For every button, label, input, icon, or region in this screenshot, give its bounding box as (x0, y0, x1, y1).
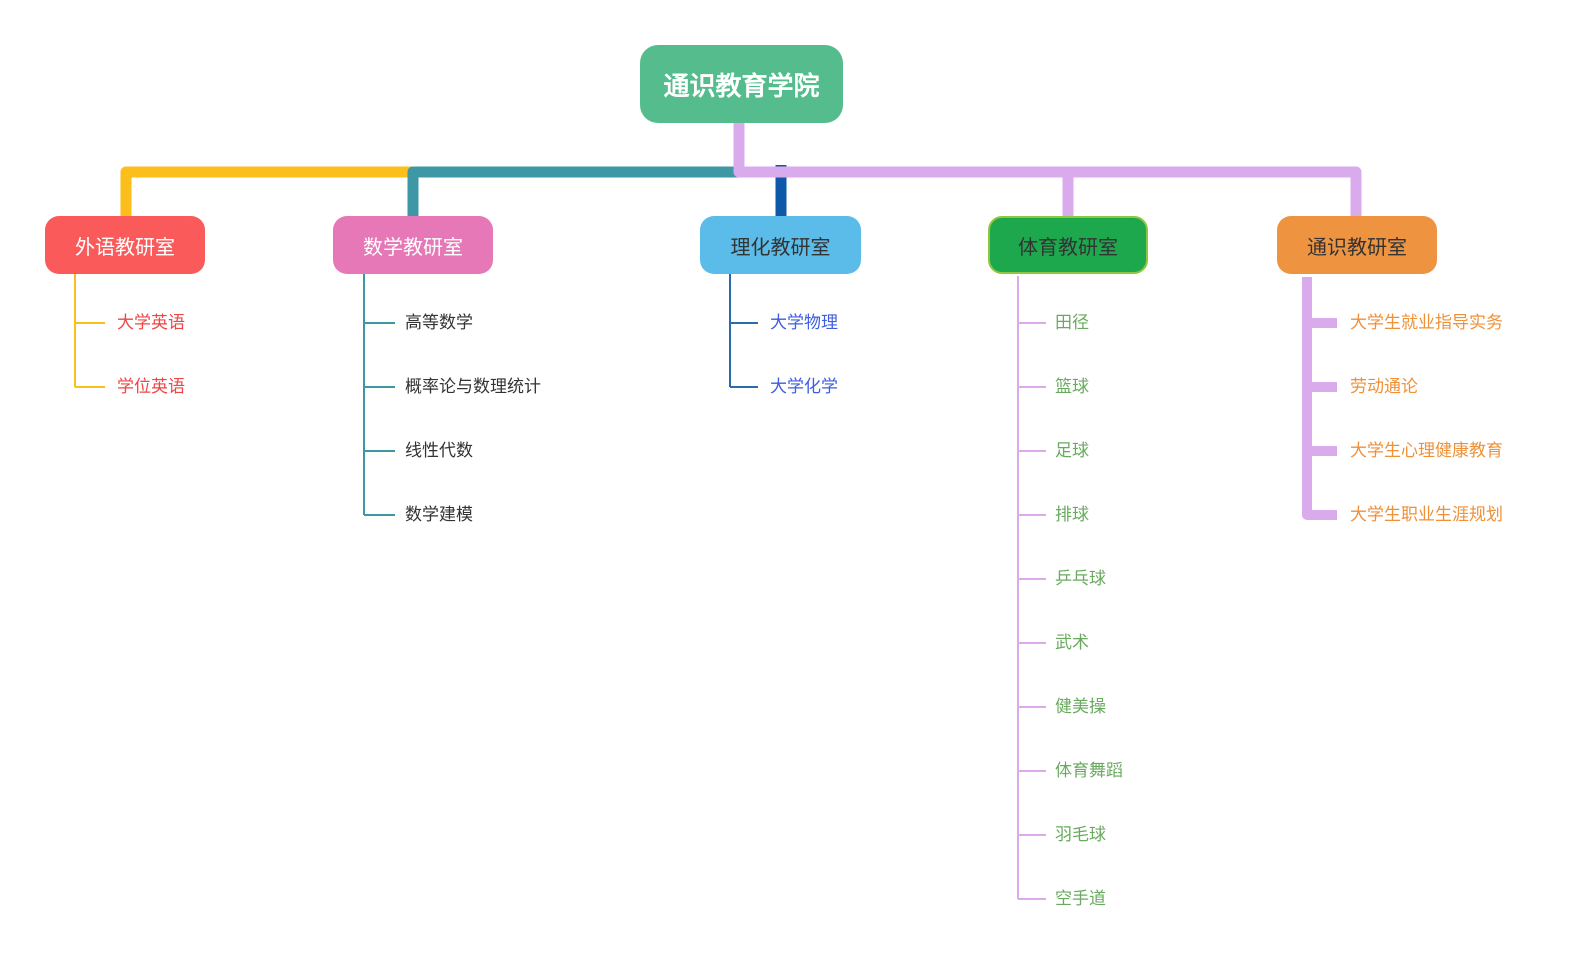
course-label-football[interactable]: 足球 (1055, 441, 1089, 460)
course-label-linear-algebra[interactable]: 线性代数 (405, 441, 473, 460)
course-label-volleyball[interactable]: 排球 (1055, 505, 1089, 524)
connector-foreign-language-elbow (120, 166, 739, 218)
connector-math-children (363, 274, 395, 516)
course-label-track-field[interactable]: 田径 (1055, 313, 1089, 332)
course-label-karate[interactable]: 空手道 (1055, 889, 1106, 908)
course-label-college-physics[interactable]: 大学物理 (770, 313, 838, 332)
course-label-badminton[interactable]: 羽毛球 (1055, 825, 1106, 844)
branch-box-foreign-language[interactable]: 外语教研室 (45, 216, 205, 274)
course-label-basketball[interactable]: 篮球 (1055, 377, 1089, 396)
connector-foreign-language-children (74, 274, 105, 388)
connector-math-elbow (407, 166, 739, 218)
branch-box-sports[interactable]: 体育教研室 (988, 216, 1148, 274)
course-label-aerobics[interactable]: 健美操 (1055, 697, 1106, 716)
course-label-degree-english[interactable]: 学位英语 (117, 377, 185, 396)
course-label-martial-arts[interactable]: 武术 (1055, 633, 1089, 652)
course-label-career-guidance[interactable]: 大学生就业指导实务 (1350, 313, 1503, 332)
root-node[interactable]: 通识教育学院 (640, 45, 843, 123)
course-label-college-english[interactable]: 大学英语 (117, 313, 185, 332)
course-label-sports-dance[interactable]: 体育舞蹈 (1055, 761, 1123, 780)
course-label-career-planning[interactable]: 大学生职业生涯规划 (1350, 505, 1503, 524)
connector-science-children (729, 274, 758, 388)
connector-sports-children (1017, 276, 1046, 900)
branch-box-math[interactable]: 数学教研室 (333, 216, 493, 274)
course-label-labor-theory[interactable]: 劳动通论 (1350, 377, 1418, 396)
course-label-college-chemistry[interactable]: 大学化学 (770, 377, 838, 396)
course-label-table-tennis[interactable]: 乒乓球 (1055, 569, 1106, 588)
course-label-advanced-math[interactable]: 高等数学 (405, 313, 473, 332)
course-label-mental-health[interactable]: 大学生心理健康教育 (1350, 441, 1503, 460)
branch-box-science[interactable]: 理化教研室 (700, 216, 861, 274)
course-label-probability-statistics[interactable]: 概率论与数理统计 (405, 377, 541, 396)
branch-box-general[interactable]: 通识教研室 (1277, 216, 1437, 274)
connector-general-children (1302, 277, 1337, 520)
course-label-math-modeling[interactable]: 数学建模 (405, 505, 473, 524)
connector-sports-general-elbow (733, 120, 1362, 218)
